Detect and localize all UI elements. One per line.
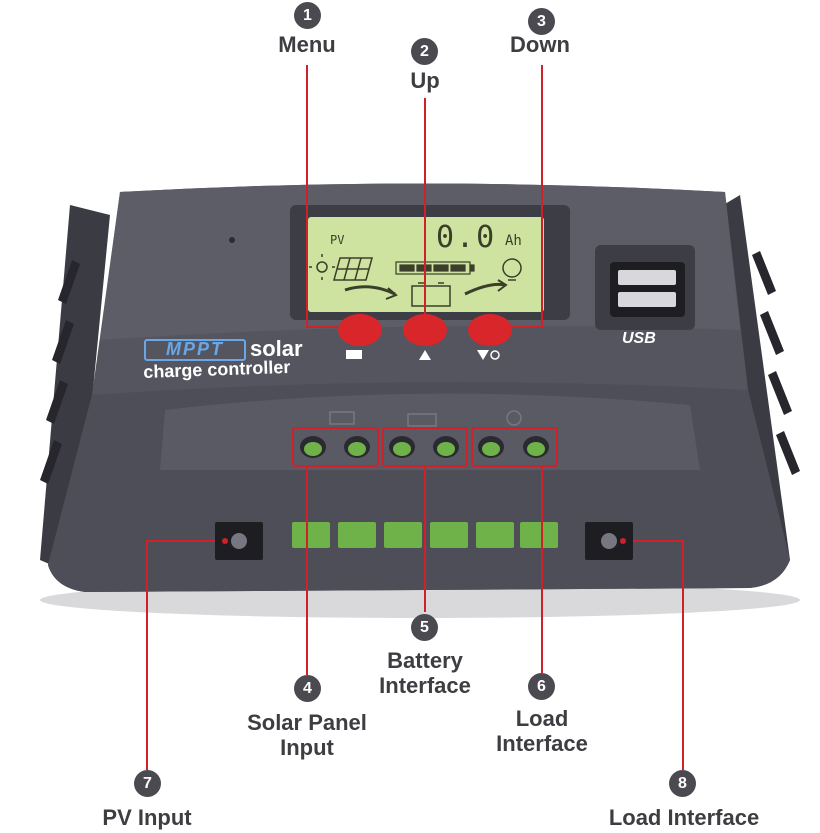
brand-word: solar — [250, 336, 303, 361]
callout-lines — [146, 65, 684, 770]
brand-badge-frame — [144, 339, 246, 361]
callout-label-load-interface: Load Interface — [496, 706, 588, 756]
menu-button[interactable] — [338, 314, 382, 346]
pv-jack-pin — [231, 533, 247, 549]
callout-label-down: Down — [510, 32, 570, 57]
terminal-solar-symbol-icon — [329, 411, 355, 425]
callout-badge-7: 7 — [134, 770, 161, 797]
menu-symbol-icon — [346, 350, 362, 359]
indicator-led — [229, 237, 235, 243]
down-button[interactable] — [468, 314, 512, 346]
lcd-reading: 0.0 — [436, 220, 497, 255]
lcd-unit: Ah — [505, 233, 522, 249]
callout-label-battery-interface: Battery Interface — [379, 648, 471, 698]
right-vent-slots — [752, 251, 800, 475]
battery-lcd-icon — [411, 282, 451, 307]
callout-badge-8: 8 — [669, 770, 696, 797]
callout-badge-5: 5 — [411, 614, 438, 641]
callout-label-load-interface-jack: Load Interface — [608, 805, 760, 830]
load-jack-pin — [601, 533, 617, 549]
callout-label-up: Up — [410, 68, 440, 93]
left-side-panel — [40, 205, 110, 575]
usb-label: USB — [622, 330, 656, 347]
callout-badge-2: 2 — [411, 38, 438, 65]
brand-badge-text: MPPT — [165, 339, 224, 359]
callout-badge-4: 4 — [294, 675, 321, 702]
callout-badge-6: 6 — [528, 673, 555, 700]
callout-badge-1: 1 — [294, 2, 321, 29]
terminal-ridge — [160, 393, 700, 470]
callout-badge-3: 3 — [528, 8, 555, 35]
lcd-pv-label: PV — [330, 233, 345, 247]
bulb-lcd-icon — [502, 258, 522, 281]
terminal-battery-symbol-icon — [407, 413, 437, 427]
bulb-symbol-icon — [490, 350, 500, 360]
callout-label-menu: Menu — [278, 32, 336, 57]
flow-arrow-right-icon — [464, 279, 508, 296]
up-button[interactable] — [403, 314, 447, 346]
up-triangle-icon — [419, 350, 431, 360]
down-triangle-icon — [477, 350, 489, 360]
callout-label-pv-input: PV Input — [102, 805, 192, 830]
solar-panel-lcd-icon — [333, 257, 373, 281]
flow-arrow-left-icon — [344, 285, 398, 300]
highlight-boxes — [292, 427, 558, 467]
left-vent-slots — [40, 260, 80, 484]
callout-endpoints — [222, 538, 626, 544]
terminal-block — [292, 522, 558, 548]
usb-port-top[interactable] — [618, 270, 676, 285]
terminal-load-symbol-icon — [506, 410, 522, 426]
usb-port-bottom[interactable] — [618, 292, 676, 307]
sun-icon — [309, 254, 335, 280]
screw-holes — [300, 436, 549, 458]
callout-label-solar-panel-input: Solar Panel Input — [247, 710, 367, 760]
